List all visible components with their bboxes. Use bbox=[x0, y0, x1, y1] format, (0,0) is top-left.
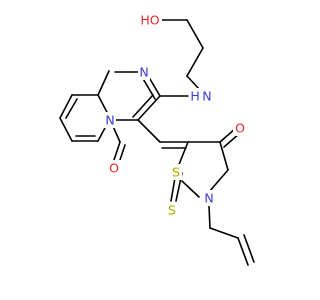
bond bbox=[137, 119, 161, 143]
bond-layer bbox=[59, 19, 255, 266]
pyrimidine-nitrogen-label: N bbox=[139, 65, 148, 80]
thiazolidinone-oxygen-label: O bbox=[235, 121, 245, 136]
molecule-structure-diagram: HO H N N N O S O N S bbox=[59, 12, 255, 266]
bond bbox=[209, 227, 239, 239]
bond bbox=[137, 95, 161, 121]
bond bbox=[219, 141, 229, 171]
bond bbox=[181, 180, 200, 198]
bond bbox=[97, 125, 107, 142]
thiazolidine-nitrogen-label: N bbox=[204, 191, 213, 206]
atom-label-layer: HO H N N N O S O N S bbox=[104, 12, 247, 218]
thione-sulfur-label: S bbox=[168, 203, 176, 218]
bond bbox=[59, 94, 73, 119]
bond bbox=[186, 75, 201, 91]
bond bbox=[243, 234, 255, 263]
bond bbox=[186, 19, 204, 49]
bond bbox=[208, 169, 229, 193]
hydroxyl-oxygen-label: HO bbox=[140, 13, 159, 28]
bond bbox=[132, 94, 154, 118]
bond bbox=[59, 117, 73, 142]
bridgehead-nitrogen-label: N bbox=[105, 113, 114, 128]
amine-nitrogen-label: H N bbox=[190, 89, 211, 104]
bond bbox=[186, 47, 204, 77]
bond bbox=[237, 237, 249, 266]
bond bbox=[65, 98, 78, 119]
pyrimidinone-oxygen-label: O bbox=[109, 161, 119, 176]
ring-sulfur-label: S bbox=[172, 165, 180, 180]
bond bbox=[97, 70, 110, 96]
bond bbox=[208, 205, 211, 229]
